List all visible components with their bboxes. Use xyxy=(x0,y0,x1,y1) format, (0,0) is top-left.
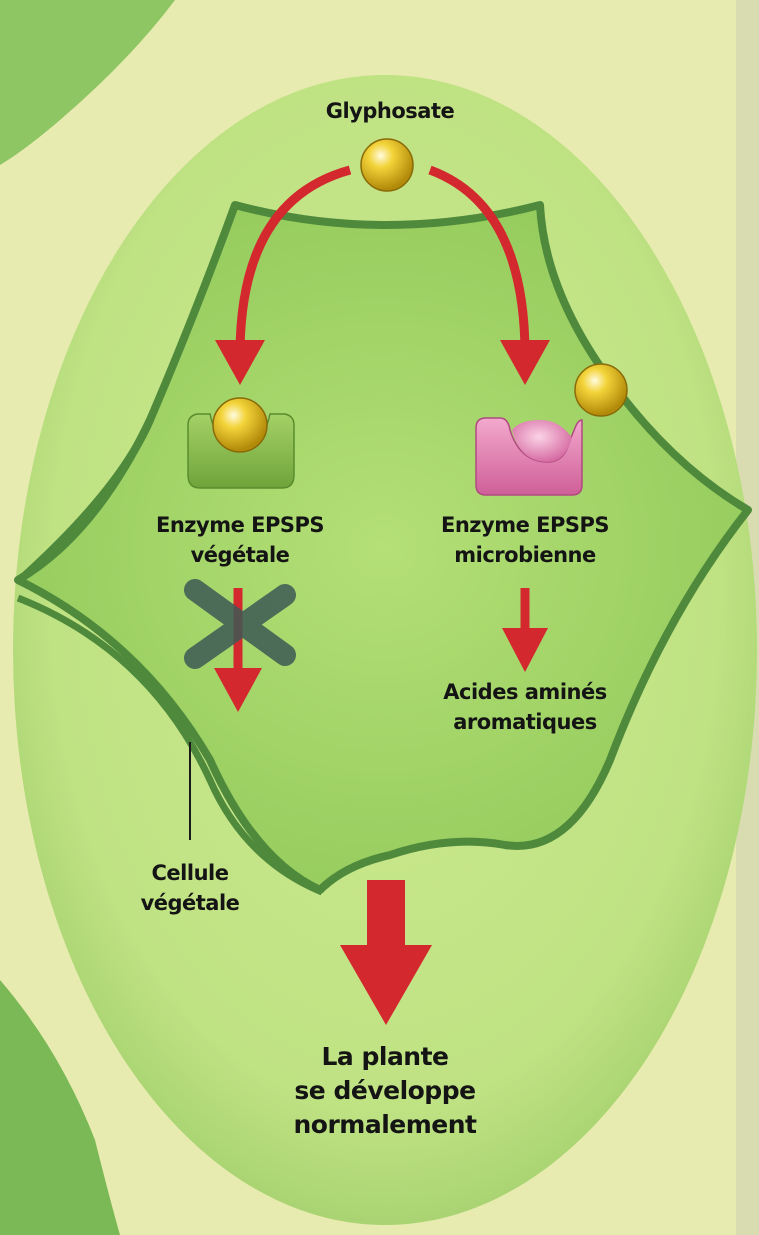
microbial-enzyme-label: Enzyme EPSPS microbienne xyxy=(440,513,610,567)
outcome-arrow-head xyxy=(340,945,432,1025)
amino-acids-label: Acides aminés aromatiques xyxy=(443,680,607,734)
arrow-to-plant-enzyme xyxy=(235,165,352,356)
arrow-to-microbial-enzyme xyxy=(428,165,530,356)
plant-enzyme-label: Enzyme EPSPS végétale xyxy=(155,513,325,567)
inhibition-cross-icon xyxy=(184,579,296,669)
microbial-enzyme xyxy=(475,417,583,496)
glyphosate-bound-plant xyxy=(212,397,268,453)
plant-cell xyxy=(14,201,752,894)
outcome-arrow-shaft xyxy=(367,880,405,948)
arrow-head-plant xyxy=(215,340,265,385)
amino-acid-arrow-head xyxy=(502,628,548,672)
glyphosate-unbound xyxy=(574,363,628,417)
glyphosate-molecule xyxy=(360,138,414,192)
cell-wall-line xyxy=(16,594,324,896)
outcome-label: La plante se développe normalement xyxy=(293,1042,477,1139)
leaf-top-left xyxy=(0,0,175,165)
glyphosate-label: Glyphosate xyxy=(325,99,455,123)
cell-wall-left xyxy=(17,418,154,583)
arrow-head-microbial xyxy=(500,340,550,385)
blocked-arrow-head xyxy=(214,668,262,712)
plant-cell-label: Cellule végétale xyxy=(140,861,240,915)
leaf-bottom-left xyxy=(0,980,120,1235)
